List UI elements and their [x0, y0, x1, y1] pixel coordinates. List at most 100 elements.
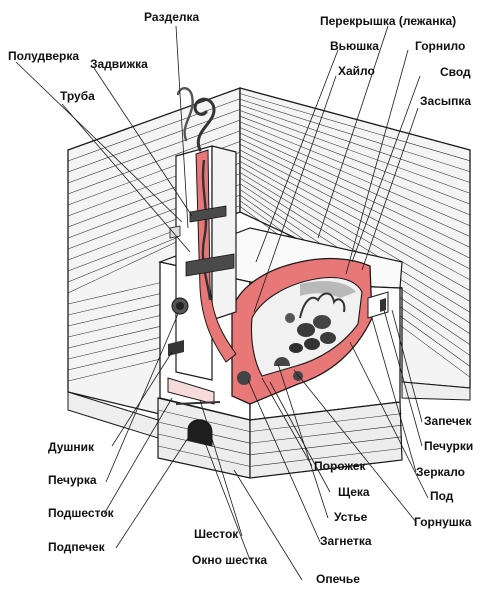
log	[297, 323, 315, 337]
leader-lines	[15, 25, 429, 581]
label-vyushka: Вьюшка	[330, 39, 379, 53]
leader-ustye	[277, 363, 329, 519]
pot	[285, 313, 295, 323]
leader-gornushka	[293, 369, 417, 523]
smoke-in-flue	[201, 159, 212, 301]
wall-plank	[239, 177, 471, 324]
wall-plank	[239, 138, 471, 248]
floor-platform-right	[401, 381, 471, 401]
leader-pechurka	[105, 313, 179, 483]
firebox-shadow	[300, 281, 356, 298]
wall-plank	[67, 98, 241, 162]
wall-plank	[239, 93, 471, 162]
label-gornilo: Горнило	[415, 39, 465, 53]
leader-gornilo	[345, 49, 409, 275]
label-zadvizhka: Задвижка	[90, 57, 148, 71]
poker-rod	[175, 401, 221, 405]
label-poludverka: Полудверка	[8, 49, 79, 63]
leader-podshestok	[103, 397, 173, 515]
chimney	[169, 87, 237, 381]
leader-podpechek	[115, 437, 189, 549]
leader-shcheka	[269, 381, 331, 493]
wall-plank	[239, 127, 471, 226]
pechurka-inner	[176, 302, 184, 310]
wall-plank	[239, 144, 471, 259]
wall-plank	[239, 110, 471, 194]
base-plank	[157, 445, 251, 467]
leader-opeche	[233, 469, 303, 581]
label-khaylo: Хайло	[338, 64, 375, 78]
razdelka-step	[169, 225, 181, 239]
base-plank	[249, 448, 403, 467]
leader-zasypka	[361, 107, 419, 271]
leader-shestok	[199, 399, 243, 537]
pot	[237, 371, 251, 385]
leader-pechurki	[383, 309, 423, 447]
leader-perekryshka	[317, 25, 389, 239]
label-shcheka: Щека	[338, 485, 370, 499]
label-podshestok: Подшесток	[48, 506, 115, 520]
label-zasypka: Засыпка	[420, 94, 471, 108]
wall-plank	[67, 130, 241, 195]
log	[320, 332, 336, 344]
labels: Разделка Перекрышка (лежанка) Полудверка…	[8, 10, 473, 586]
label-truba: Труба	[60, 89, 95, 103]
label-gornushka: Горнушка	[414, 515, 472, 529]
side-pechurka	[380, 298, 386, 312]
leader-vyushka	[255, 49, 339, 263]
zadvizhka-plate	[189, 205, 227, 223]
label-zerkalo: Зеркало	[416, 465, 465, 479]
label-zapechek: Запечек	[424, 414, 472, 428]
leader-khaylo	[253, 75, 337, 313]
wall-plank	[67, 119, 241, 184]
label-ustye: Устье	[334, 510, 368, 524]
leader-svod	[351, 75, 421, 263]
chimney-stack-side	[211, 145, 237, 321]
wall-plank	[239, 166, 471, 302]
wall-plank	[239, 121, 471, 216]
leader-porozhek	[261, 377, 313, 467]
vyushka-plate	[185, 253, 235, 277]
label-perekryshka: Перекрышка (лежанка)	[320, 14, 456, 28]
leader-razdelka	[175, 25, 189, 229]
wall-plank	[239, 155, 471, 281]
wall-plank	[239, 149, 471, 270]
label-shestok: Шесток	[194, 527, 239, 541]
firebox-cutaway	[231, 257, 389, 405]
label-okno-shestka: Окно шестка	[192, 553, 267, 567]
log	[313, 315, 331, 329]
leader-zapechek	[391, 309, 423, 423]
label-pod: Под	[430, 489, 454, 503]
label-opeche: Опечье	[316, 572, 360, 586]
base-plank	[249, 413, 403, 432]
base-plank	[249, 436, 403, 456]
wall-plank	[239, 132, 471, 237]
flame	[299, 292, 346, 319]
shestok-ledge	[167, 377, 215, 405]
wall-plank	[239, 115, 471, 205]
leader-poludverka	[15, 61, 183, 223]
label-pechurki: Печурки	[424, 439, 473, 453]
label-podpechek: Подпечек	[48, 540, 106, 554]
log	[304, 338, 320, 350]
leader-okno-shestka	[203, 439, 251, 561]
wall-plank	[239, 104, 471, 183]
log	[289, 343, 303, 353]
label-svod: Свод	[440, 65, 471, 79]
wall-plank	[239, 99, 471, 172]
label-razdelka: Разделка	[144, 10, 200, 24]
label-pechurka: Печурка	[48, 473, 97, 487]
label-zagnetka: Загнетка	[320, 534, 372, 548]
leader-zadvizhka	[93, 67, 193, 217]
label-dushnik: Душник	[48, 440, 95, 454]
label-porozhek: Порожек	[314, 459, 366, 473]
smoke-curl	[193, 97, 216, 152]
zerkalo-area	[367, 291, 389, 319]
stove-base-side	[249, 401, 403, 479]
smoke-curl	[176, 87, 194, 142]
base-plank	[249, 424, 403, 444]
leader-zerkalo	[371, 317, 417, 473]
leader-zagnetka	[247, 379, 321, 543]
